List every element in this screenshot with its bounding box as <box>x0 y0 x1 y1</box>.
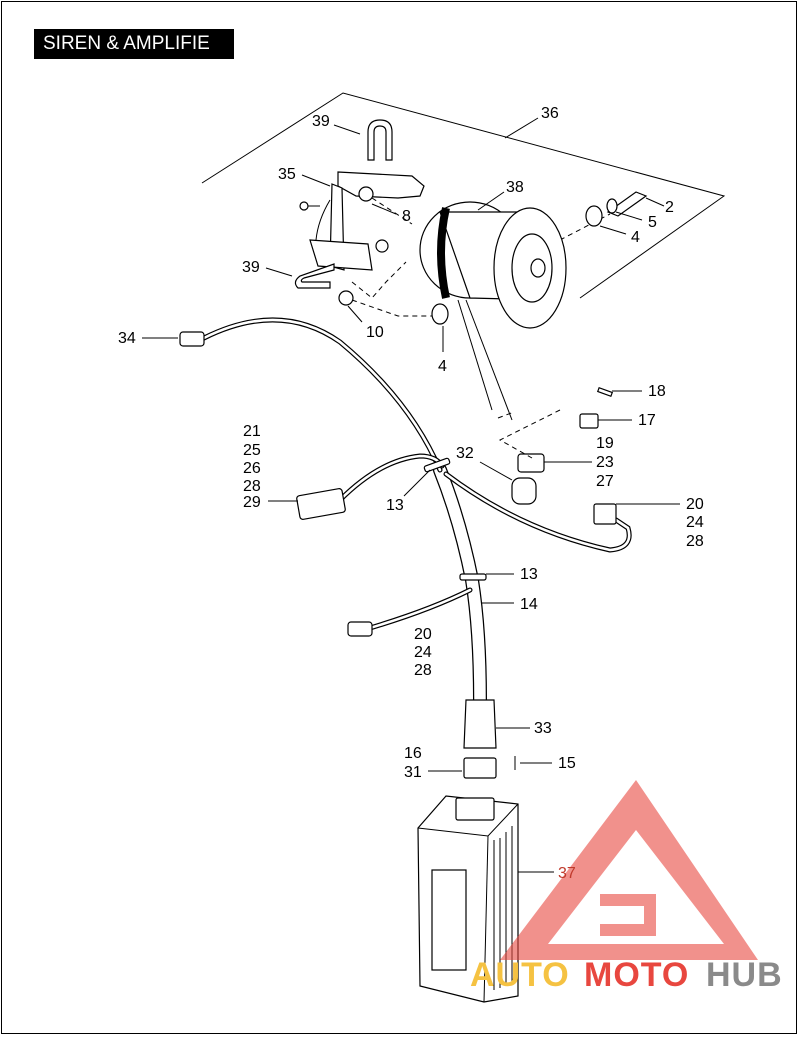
boot-33 <box>463 699 497 749</box>
callout-8: 8 <box>402 208 411 225</box>
nut-10 <box>338 290 354 306</box>
siren-part <box>419 201 567 421</box>
wire-to-connector-34 <box>201 317 443 473</box>
washer-4-top <box>585 205 603 227</box>
callout-21: 21 <box>243 423 261 440</box>
watermark-text-moto: MOTO <box>584 956 689 994</box>
callout-15: 15 <box>558 755 576 772</box>
callout-38: 38 <box>506 179 524 196</box>
leader-38 <box>477 191 505 211</box>
connector-34 <box>179 331 205 347</box>
callout-39-lower: 39 <box>242 259 260 276</box>
callout-25: 25 <box>243 442 261 459</box>
watermark-text-hub: HUB <box>706 956 783 994</box>
callout-36: 36 <box>541 105 559 122</box>
connector-23 <box>517 453 545 473</box>
bracket-part <box>299 171 425 271</box>
callout-19: 19 <box>596 435 614 452</box>
page-title: SIREN & AMPLIFIE <box>34 29 234 59</box>
cable-tie-13-lower <box>459 573 487 581</box>
terminal-18 <box>596 386 614 398</box>
callout-16: 16 <box>404 745 422 762</box>
callout-20-lower: 20 <box>414 626 432 643</box>
assembly-line-f <box>497 411 515 419</box>
connector-20-lower <box>347 621 373 637</box>
cable-tie-13-upper <box>423 457 451 473</box>
lockwasher-5 <box>606 198 618 214</box>
assembly-line-c <box>351 299 436 317</box>
leader-36 <box>504 117 539 139</box>
callout-28-right: 28 <box>686 533 704 550</box>
u-bolt-lower <box>294 263 335 289</box>
callout-24-right: 24 <box>686 514 704 531</box>
callout-13-lower: 13 <box>520 566 538 583</box>
leader-13-upper <box>403 469 431 497</box>
callout-35: 35 <box>278 166 296 183</box>
callout-10: 10 <box>366 324 384 341</box>
callout-28-lower: 28 <box>414 662 432 679</box>
callout-14: 14 <box>520 596 538 613</box>
assembly-line-b <box>351 261 407 299</box>
callout-31: 31 <box>404 764 422 781</box>
callout-33: 33 <box>534 720 552 737</box>
callout-2: 2 <box>665 199 674 216</box>
leader-4-top <box>599 225 627 235</box>
leader-39-lower <box>265 267 293 277</box>
connector-29 <box>296 488 346 520</box>
assembly-line-e <box>498 409 561 459</box>
callout-4-top: 4 <box>631 229 640 246</box>
watermark-triangle-icon <box>500 780 758 960</box>
callout-27: 27 <box>596 473 614 490</box>
callout-37: 37 <box>558 865 576 882</box>
washer-4-lower <box>431 303 449 325</box>
bolt-2 <box>606 191 648 217</box>
leader-8 <box>371 203 397 215</box>
callout-20-right: 20 <box>686 496 704 513</box>
callout-39-top: 39 <box>312 113 330 130</box>
leader-2 <box>645 197 665 207</box>
u-bolt-top <box>367 119 393 161</box>
connector-17 <box>579 413 599 429</box>
mounting-plane-outline <box>201 92 726 299</box>
callout-17: 17 <box>638 412 656 429</box>
watermark-text-auto: AUTO <box>470 956 570 994</box>
connector-20-right <box>593 503 617 525</box>
leader-10 <box>347 305 363 323</box>
callout-5: 5 <box>648 214 657 231</box>
callout-13-upper: 13 <box>386 497 404 514</box>
connector-31 <box>463 757 497 779</box>
watermark-logo <box>500 780 758 960</box>
callout-26: 26 <box>243 460 261 477</box>
amplifier-part <box>417 795 519 1003</box>
callout-29: 29 <box>243 494 261 511</box>
callout-28-left: 28 <box>243 478 261 495</box>
leader-5 <box>615 211 643 221</box>
leader-35 <box>301 174 331 187</box>
cap-32 <box>511 477 537 505</box>
callout-4-lower: 4 <box>438 358 447 375</box>
callout-24-lower: 24 <box>414 644 432 661</box>
callout-23: 23 <box>596 454 614 471</box>
callout-18: 18 <box>648 383 666 400</box>
leader-32 <box>479 461 513 481</box>
assembly-line-a <box>371 197 413 225</box>
leader-39-top <box>333 124 361 135</box>
callout-34: 34 <box>118 330 136 347</box>
callout-32: 32 <box>456 445 474 462</box>
